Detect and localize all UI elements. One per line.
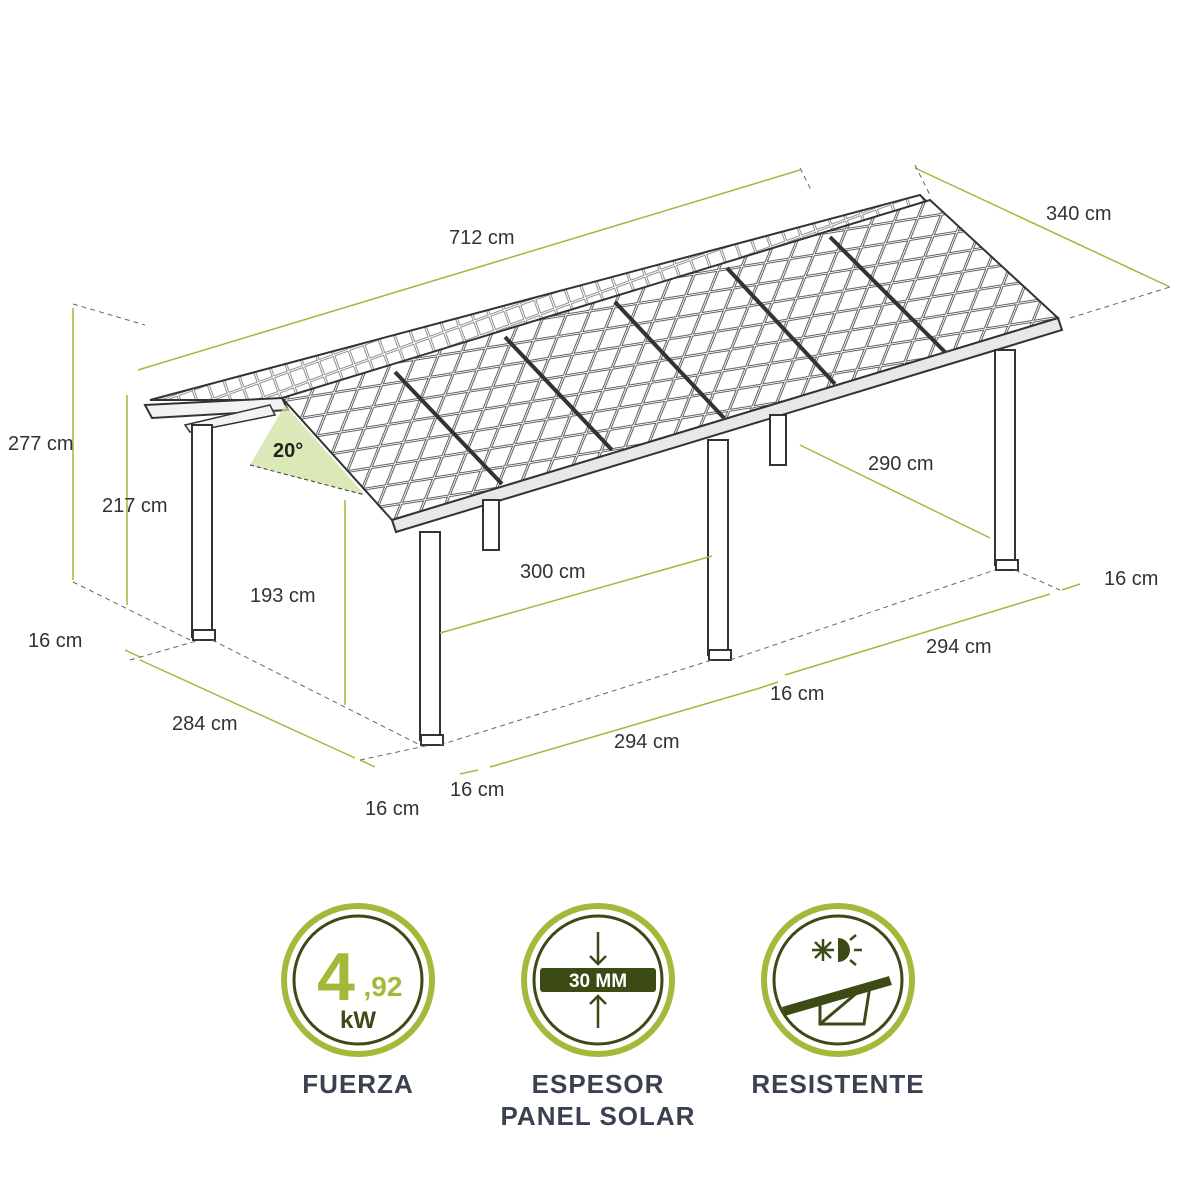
extension-lines [72, 164, 1171, 761]
feature-thickness-label-line2: PANEL SOLAR [500, 1101, 696, 1131]
feature-power: 4 ,92 kW FUERZA [258, 900, 458, 1100]
power-unit: kW [340, 1007, 376, 1034]
post-gap-front-left-label: 16 cm [450, 779, 504, 801]
post-gap-right-label: 16 cm [1104, 568, 1158, 590]
front-span-label: 300 cm [520, 561, 586, 583]
post-gap-left-top-label: 16 cm [28, 630, 82, 652]
power-value-small: ,92 [364, 971, 403, 1002]
thickness-tag: 30 MM [569, 971, 627, 992]
overall-length-label: 712 cm [449, 227, 515, 249]
post-gap-left-bottom-label: 16 cm [365, 798, 419, 820]
carport-diagram: 20° [8, 164, 1171, 820]
post-gap-front-mid-label: 16 cm [770, 683, 824, 705]
eave-height-low-label: 193 cm [250, 585, 316, 607]
eave-height-high-label: 217 cm [102, 495, 168, 517]
bay-front-1-label: 294 cm [614, 731, 680, 753]
feature-power-label: FUERZA [302, 1069, 414, 1099]
dimension-lines [72, 167, 1171, 775]
total-height-label: 277 cm [8, 433, 74, 455]
thickness-icon: 30 MM [521, 903, 675, 1057]
feature-resistant: RESISTENTE [738, 900, 938, 1100]
dimension-labels: 712 cm 340 cm 277 cm 217 cm 193 cm 300 c… [8, 203, 1158, 820]
side-depth-label: 284 cm [172, 713, 238, 735]
overall-width-label: 340 cm [1046, 203, 1112, 225]
feature-thickness-label-line1: ESPESOR [531, 1069, 665, 1099]
posts [191, 349, 1019, 746]
gable-beam [143, 396, 290, 433]
bay-front-2-label: 294 cm [926, 636, 992, 658]
power-value-big: 4 [317, 939, 355, 1015]
front-solar-roof [280, 198, 1064, 534]
roof-angle-marker: 20° [249, 405, 366, 496]
feature-thickness: 30 MM ESPESOR PANEL SOLAR [498, 900, 698, 1132]
feature-resistant-label: RESISTENTE [751, 1069, 925, 1099]
weather-resistant-icon [761, 903, 915, 1057]
snowflake-icon [812, 939, 834, 961]
sun-icon [838, 934, 862, 966]
tilted-panel-icon [782, 976, 892, 1026]
back-span-label: 290 cm [868, 453, 934, 475]
roof-angle-label: 20° [273, 440, 303, 462]
power-icon: 4 ,92 kW [281, 903, 435, 1057]
